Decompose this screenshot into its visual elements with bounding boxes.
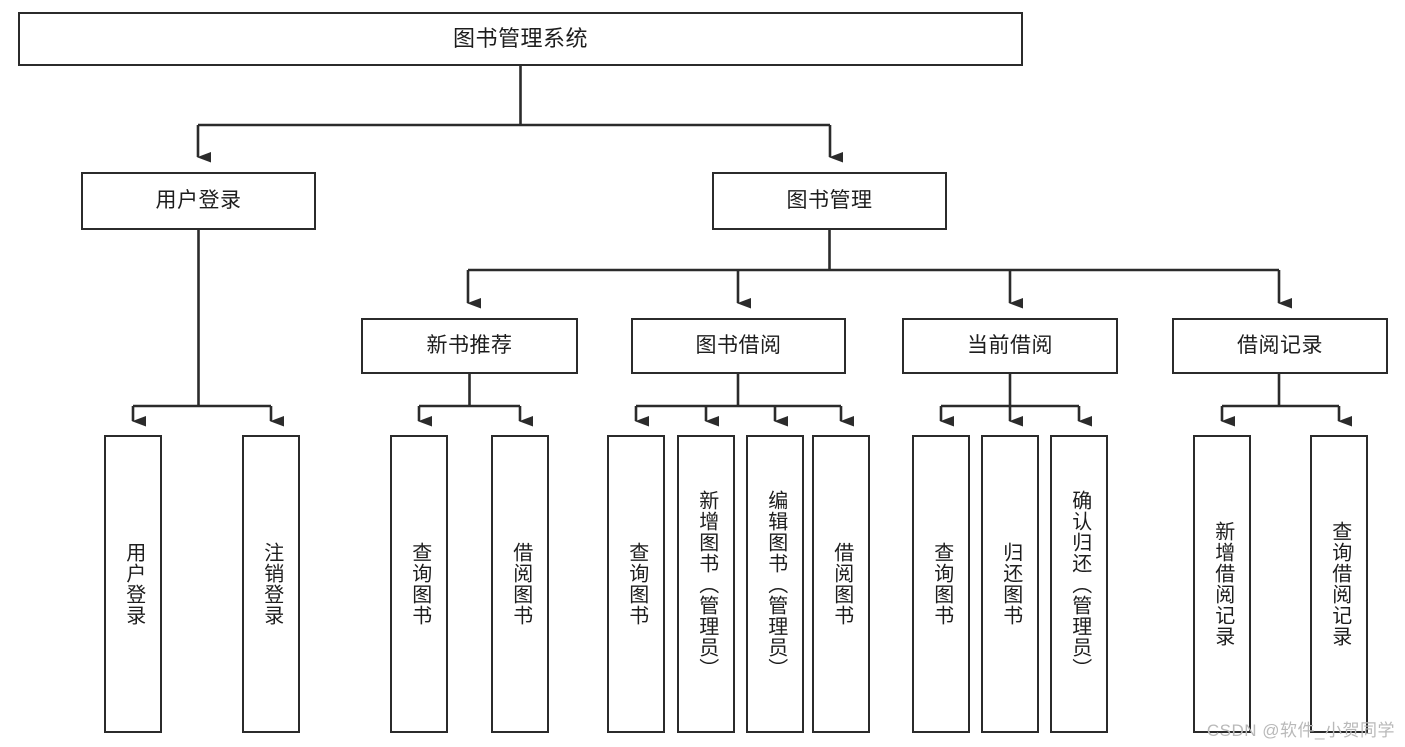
node-label: 查询图书 [625,542,648,626]
node-label: 编辑图书（管理员） [764,489,787,679]
node-book-management[interactable]: 图书管理 [712,172,947,230]
node-leaf-query-book-1[interactable]: 查询图书 [390,435,448,733]
node-label: 借阅记录 [1237,333,1323,357]
node-leaf-query-book-3[interactable]: 查询图书 [912,435,970,733]
node-leaf-borrow-book-1[interactable]: 借阅图书 [491,435,549,733]
node-label: 新书推荐 [426,333,513,357]
node-label: 图书借阅 [695,333,782,357]
node-leaf-add-book[interactable]: 新增图书（管理员） [677,435,735,733]
node-label: 注销登录 [260,542,283,626]
node-borrow-record[interactable]: 借阅记录 [1172,318,1388,374]
node-new-book-recommend[interactable]: 新书推荐 [361,318,578,374]
node-leaf-user-login[interactable]: 用户登录 [104,435,162,733]
node-label: 确认归还（管理员） [1068,489,1091,679]
node-current-borrow[interactable]: 当前借阅 [902,318,1118,374]
node-label: 用户登录 [122,542,145,626]
node-leaf-confirm-return[interactable]: 确认归还（管理员） [1050,435,1108,733]
node-leaf-edit-book[interactable]: 编辑图书（管理员） [746,435,804,733]
node-label: 新增借阅记录 [1211,521,1234,647]
node-label: 图书管理系统 [452,26,588,52]
node-label: 查询图书 [930,542,953,626]
node-label: 借阅图书 [830,542,853,626]
node-leaf-return-book[interactable]: 归还图书 [981,435,1039,733]
node-leaf-query-record[interactable]: 查询借阅记录 [1310,435,1368,733]
node-book-borrow[interactable]: 图书借阅 [631,318,846,374]
node-leaf-logout[interactable]: 注销登录 [242,435,300,733]
node-label: 查询借阅记录 [1328,521,1351,647]
node-user-login[interactable]: 用户登录 [81,172,316,230]
node-leaf-query-book-2[interactable]: 查询图书 [607,435,665,733]
node-label: 用户登录 [155,188,242,212]
node-leaf-add-record[interactable]: 新增借阅记录 [1193,435,1251,733]
node-root-book-management-system[interactable]: 图书管理系统 [18,12,1023,66]
node-leaf-borrow-book-2[interactable]: 借阅图书 [812,435,870,733]
csdn-watermark: CSDN @软件_小贺同学 [1206,721,1395,740]
node-label: 归还图书 [999,542,1022,626]
node-label: 图书管理 [786,188,873,212]
node-label: 新增图书（管理员） [695,489,718,679]
node-label: 借阅图书 [509,542,532,626]
node-label: 当前借阅 [967,333,1053,357]
node-label: 查询图书 [408,542,431,626]
